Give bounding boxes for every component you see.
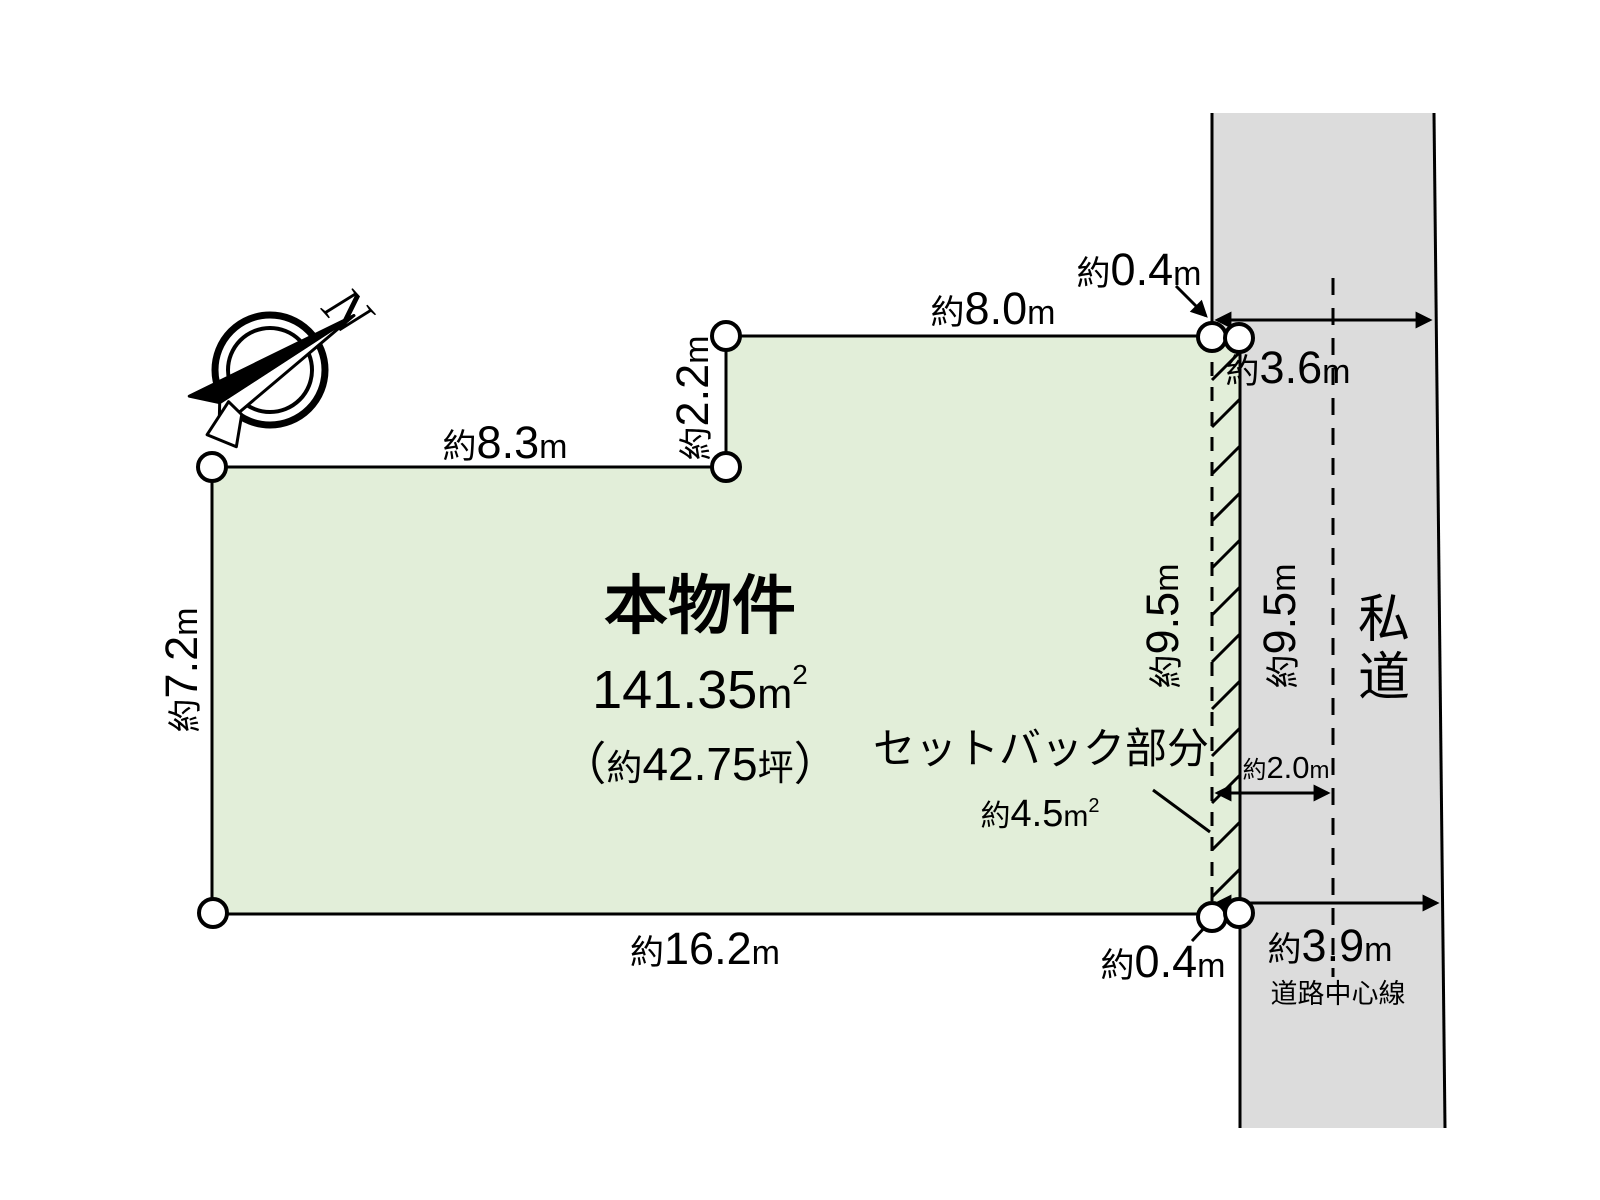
boundary-marker: [197, 897, 229, 929]
dim-left-side: 約7.2m: [156, 608, 207, 733]
setback-width-top-leader: [1174, 284, 1208, 318]
setback-area: 約4.5m2: [981, 793, 1100, 835]
compass-inner-ring: [226, 326, 314, 414]
boundary-marker: [1196, 321, 1228, 353]
property-title: 本物件: [604, 570, 796, 642]
dim-setback-width-bottom: 約0.4m: [1101, 936, 1226, 987]
boundary-marker: [196, 451, 228, 483]
property-area: [212, 336, 1240, 914]
boundary-marker: [1223, 322, 1255, 354]
road-centerline-label: 道路中心線: [1271, 979, 1406, 1009]
dim-road-width-bottom: 約3.9m: [1268, 920, 1393, 971]
dim-setback-to-center: 約2.0m: [1242, 750, 1329, 785]
private-road-area: [1212, 113, 1445, 1128]
dim-bottom: 約16.2m: [630, 923, 780, 974]
dim-top-right: 約8.0m: [931, 283, 1056, 334]
road-boundary: [1210, 112, 1447, 1129]
dim-setback-width-top: 約0.4m: [1077, 244, 1202, 295]
dim-east-side: 約9.5m: [1137, 564, 1188, 689]
dim-road-width-top: 約3.6m: [1226, 342, 1351, 393]
dim-notch: 約2.2m: [667, 336, 718, 461]
boundary-markers: [196, 320, 1255, 933]
boundary-marker: [1196, 901, 1228, 933]
property-boundary: [210, 334, 1240, 916]
compass-needle: [187, 314, 356, 449]
road-label: 私道: [1358, 591, 1410, 707]
property-area: 141.35m2: [592, 659, 808, 720]
property-area-tsubo: （約42.75坪）: [560, 738, 839, 790]
setback-label-leader: [1152, 788, 1211, 834]
boundary-marker: [1223, 897, 1255, 929]
dim-road-side: 約9.5m: [1254, 564, 1305, 689]
compass-outer-ring: [211, 311, 329, 429]
boundary-marker: [710, 320, 742, 352]
dim-top-left: 約8.3m: [443, 417, 568, 468]
setback-title: セットバック部分: [873, 725, 1209, 772]
boundary-marker: [710, 451, 742, 483]
compass: N: [187, 273, 387, 449]
